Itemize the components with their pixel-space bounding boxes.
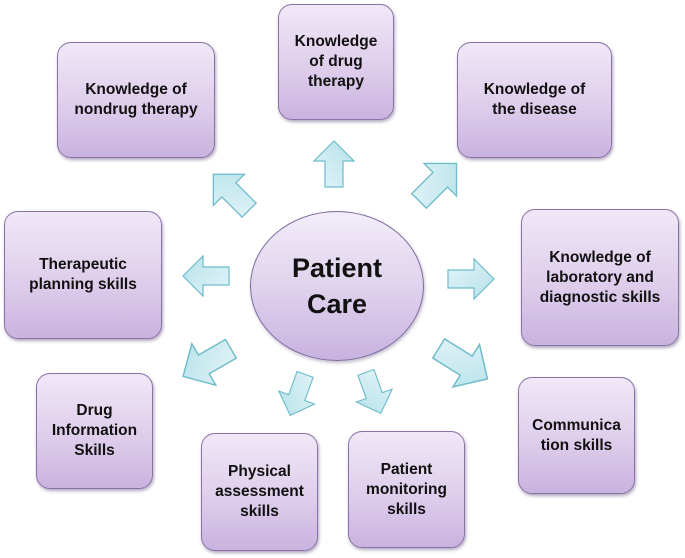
arrow-to-laboratory-diagnostic (447, 258, 495, 300)
node-label: Therapeutic planning skills (29, 256, 137, 293)
node-label: Knowledge of drug therapy (294, 33, 378, 90)
node-label: Communica tion skills (532, 416, 621, 454)
node-laboratory-diagnostic: Knowledge of laboratory and diagnostic s… (521, 209, 679, 346)
arrow-to-disease (402, 146, 474, 218)
arrow-to-physical-assessment (271, 367, 324, 423)
node-label: Drug Information Skills (51, 402, 138, 459)
node-label: Knowledge of nondrug therapy (74, 81, 198, 118)
arrow-to-drug-information (170, 327, 244, 398)
arrow-to-nondrug-therapy (197, 158, 266, 227)
node-nondrug-therapy: Knowledge of nondrug therapy (57, 42, 215, 158)
node-drug-information: Drug Information Skills (36, 373, 153, 489)
node-label: Patient monitoring skills (366, 460, 447, 518)
node-label: Physical assessment skills (215, 463, 304, 520)
arrow-to-drug-therapy (313, 140, 355, 188)
patient-care-hub: Patient Care (250, 211, 424, 361)
arrow-to-communication (424, 326, 502, 401)
node-label: Knowledge of laboratory and diagnostic s… (539, 248, 661, 306)
arrow-to-therapeutic-planning (182, 255, 230, 297)
hub-label: Patient Care (291, 253, 383, 319)
node-drug-therapy: Knowledge of drug therapy (278, 4, 394, 120)
node-communication: Communica tion skills (518, 377, 635, 494)
node-disease: Knowledge of the disease (457, 42, 612, 158)
node-physical-assessment: Physical assessment skills (201, 433, 318, 551)
node-label: Knowledge of the disease (483, 81, 586, 118)
arrow-to-patient-monitoring (347, 365, 400, 421)
node-patient-monitoring: Patient monitoring skills (348, 431, 465, 548)
node-therapeutic-planning: Therapeutic planning skills (4, 211, 162, 339)
